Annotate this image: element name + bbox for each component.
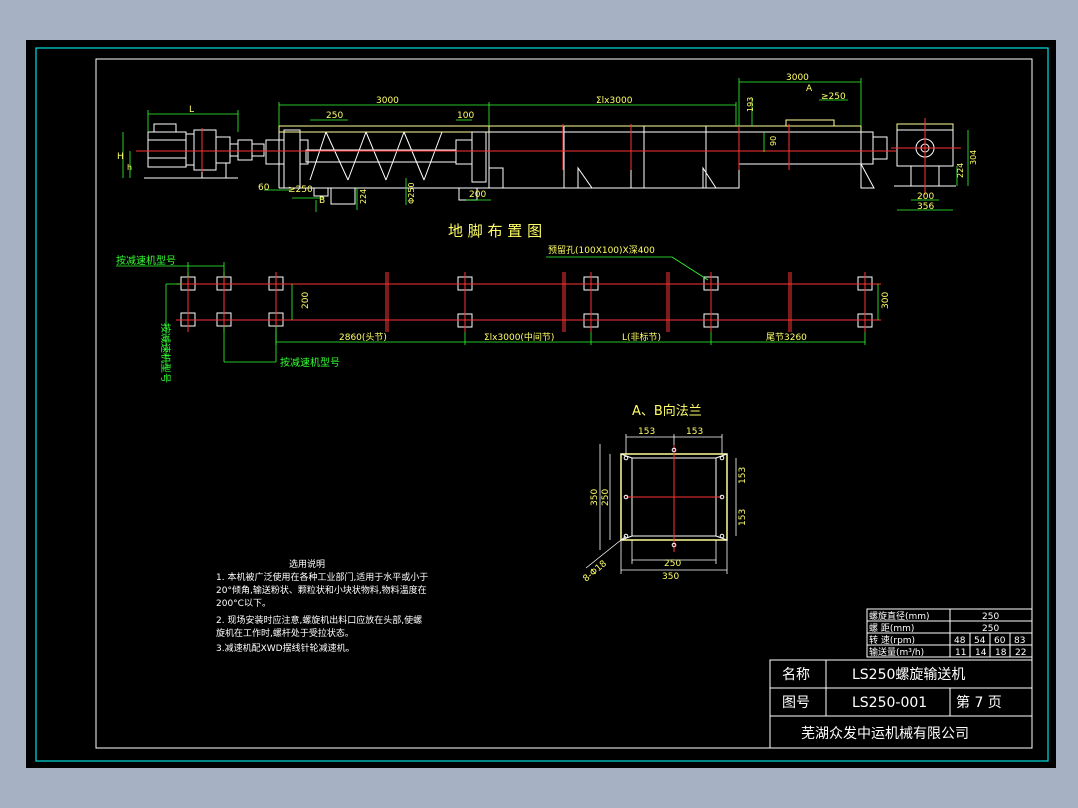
spec-capacity-3: 18 — [995, 648, 1007, 658]
label-motor-bottom: 按减速机型号 — [280, 356, 340, 369]
seg-head: 2860(头节) — [339, 332, 387, 343]
trough-cover — [278, 125, 490, 133]
elevation-view — [122, 78, 896, 212]
spec-row-pitch-value: 250 — [982, 624, 999, 634]
inlet-flange-A — [785, 119, 835, 127]
spec-capacity-2: 14 — [975, 648, 987, 658]
notes-line-2: 20°倾角,输送粉状、颗粒状和小块状物料,物料温度在 — [216, 584, 427, 596]
spec-speed-3: 60 — [994, 636, 1006, 646]
spec-speed-2: 54 — [974, 636, 986, 646]
spec-row-capacity-label: 输送量(m³/h) — [869, 646, 924, 658]
dim-224: 224 — [359, 189, 368, 204]
spec-row-pitch-label: 螺 距(mm) — [869, 623, 914, 634]
spec-row-diameter-label: 螺旋直径(mm) — [869, 610, 930, 622]
drawing-border — [95, 58, 1033, 749]
head-plate — [283, 129, 301, 189]
spec-table — [866, 608, 1033, 658]
dim-200: 200 — [469, 190, 486, 200]
flange-view — [585, 434, 737, 574]
dim-60: 60 — [258, 183, 270, 193]
title-name-label: 名称 — [782, 667, 810, 683]
title-company: 芜湖众发中运机械有限公司 — [801, 725, 969, 742]
spec-capacity-4: 22 — [1015, 648, 1026, 658]
dim-ge250-bottom: ≥250 — [288, 185, 313, 195]
label-A: A — [806, 84, 813, 94]
title-page: 第 7 页 — [956, 694, 1002, 711]
label-B: B — [319, 196, 325, 206]
title-name-value: LS250螺旋输送机 — [852, 667, 965, 683]
title-drawing-no-label: 图号 — [782, 695, 810, 711]
dim-3000-tail: 3000 — [786, 73, 809, 83]
spec-speed-4: 83 — [1014, 636, 1025, 646]
reserved-hole-label: 预留孔(100X100)X深400 — [548, 244, 655, 256]
seg-nonstandard: L(非标节) — [622, 331, 661, 343]
foundation-title: 地 脚 布 置 图 — [448, 222, 542, 240]
dim-middle-length: Σlx3000 — [596, 96, 633, 106]
selection-notes: 选用说明 1. 本机被广泛使用在各种工业部门,适用于水平或小于 20°倾角,输送… — [216, 558, 428, 654]
motor-terminal-box — [153, 123, 177, 133]
spec-capacity-1: 11 — [955, 648, 966, 658]
notes-title: 选用说明 — [289, 558, 325, 570]
side-dim-304: 304 — [969, 150, 978, 165]
flange-dim-153-top-right: 153 — [686, 427, 703, 437]
dim-193: 193 — [746, 97, 755, 112]
side-dim-356: 356 — [917, 202, 934, 212]
spec-row-diameter-value: 250 — [982, 612, 999, 622]
flange-dim-250-left: 250 — [601, 489, 611, 506]
dim-L: L — [189, 105, 194, 115]
dim-3000-head: 3000 — [376, 96, 399, 106]
flange-holes-label: 8-Φ18 — [582, 559, 610, 585]
label-motor-left: 按减速机型号 — [159, 323, 172, 383]
motor-body — [147, 131, 187, 168]
notes-line-6: 3.减速机配XWD摆线针轮减速机。 — [216, 642, 355, 654]
side-dim-224: 224 — [956, 163, 965, 178]
flange-dim-250-bottom: 250 — [664, 559, 681, 569]
dim-H: H — [117, 152, 124, 162]
flange-dim-153-top-left: 153 — [638, 427, 655, 437]
spec-speed-1: 48 — [954, 636, 966, 646]
foundation-layout — [116, 256, 881, 370]
side-view — [891, 118, 969, 211]
dim-ge250-top: ≥250 — [821, 92, 846, 102]
intermediate-bearing — [471, 131, 487, 183]
flange-dim-350-bottom: 350 — [662, 572, 679, 582]
reducer — [193, 129, 217, 171]
notes-line-3: 200°C以下。 — [216, 599, 271, 609]
dim-phi250: Φ250 — [407, 182, 416, 204]
notes-line-1: 1. 本机被广泛使用在各种工业部门,适用于水平或小于 — [216, 571, 428, 583]
seg-middle: Σlx3000(中间节) — [484, 331, 554, 343]
dim-300-right: 300 — [881, 292, 891, 309]
cad-drawing: L H h 3000 250 100 Σlx3000 3000 A ≥250 1… — [35, 47, 1049, 762]
dim-200-left: 200 — [301, 292, 311, 309]
seg-tail: 尾节3260 — [766, 332, 807, 343]
outer-frame — [35, 47, 1049, 762]
flange-dim-153-right-top: 153 — [738, 467, 748, 484]
dim-100: 100 — [457, 111, 474, 121]
cad-viewport[interactable]: L H h 3000 250 100 Σlx3000 3000 A ≥250 1… — [26, 40, 1056, 768]
dim-90: 90 — [769, 136, 778, 146]
title-block — [769, 659, 1033, 749]
side-dim-200: 200 — [917, 192, 934, 202]
flange-dim-153-right-bottom: 153 — [738, 509, 748, 526]
title-drawing-no-value: LS250-001 — [852, 695, 927, 711]
notes-line-5: 旋机在工作时,螺杆处于受拉状态。 — [216, 627, 354, 639]
flange-dim-350-left: 350 — [590, 489, 600, 506]
label-motor-top: 按减速机型号 — [116, 254, 176, 267]
notes-line-4: 2. 现场安装时应注意,螺旋机出料口应放在头部,使螺 — [216, 614, 422, 626]
dim-h: h — [127, 163, 132, 172]
dim-250-pitch: 250 — [326, 111, 343, 121]
spec-row-speed-label: 转 速(rpm) — [869, 634, 915, 646]
flange-title: A、B向法兰 — [632, 403, 702, 419]
